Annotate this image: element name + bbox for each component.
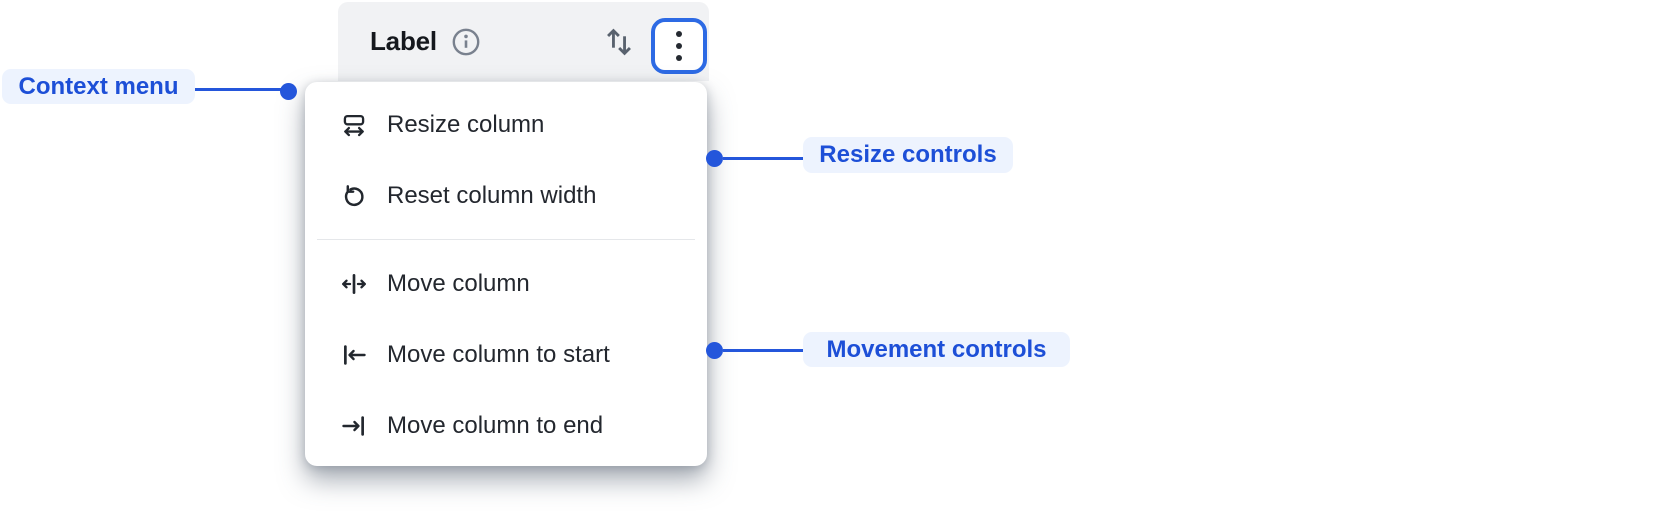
context-menu: Resize column Reset column width [305, 82, 707, 466]
annotation-label: Context menu [18, 72, 179, 100]
menu-item-label: Move column to start [387, 340, 610, 368]
annotation-connector-line [723, 349, 803, 352]
annotation-resize-controls: Resize controls [803, 137, 1013, 173]
menu-item-label: Resize column [387, 110, 545, 138]
resize-column-icon [340, 111, 368, 139]
annotation-connector-line [195, 88, 281, 91]
annotation-connector-dot [280, 83, 297, 100]
move-column-icon [340, 270, 368, 298]
annotation-connector-dot [706, 342, 723, 359]
annotation-context-menu: Context menu [2, 69, 195, 104]
annotation-connector-dot [706, 150, 723, 167]
annotation-connector-line [723, 157, 803, 160]
menu-item-move-column-to-start[interactable]: Move column to start [305, 319, 707, 390]
menu-item-label: Move column to end [387, 411, 604, 439]
more-options-button[interactable] [651, 17, 707, 74]
annotation-label: Movement controls [826, 335, 1047, 363]
menu-item-label: Reset column width [387, 181, 597, 209]
annotation-label: Resize controls [819, 141, 997, 168]
menu-item-reset-column-width[interactable]: Reset column width [305, 160, 707, 231]
menu-item-move-column-to-end[interactable]: Move column to end [305, 390, 707, 461]
sort-icon[interactable] [601, 24, 637, 60]
menu-item-resize-column[interactable]: Resize column [305, 89, 707, 160]
move-column-to-end-icon [340, 412, 368, 440]
menu-item-move-column[interactable]: Move column [305, 248, 707, 319]
move-column-to-start-icon [340, 341, 368, 369]
info-icon[interactable] [451, 27, 481, 57]
column-title: Label [370, 26, 437, 56]
annotation-movement-controls: Movement controls [803, 332, 1070, 367]
reset-column-width-icon [340, 182, 368, 210]
column-header: Label [338, 2, 709, 81]
menu-divider [317, 239, 695, 240]
vertical-ellipsis-icon [676, 30, 682, 37]
menu-item-label: Move column [387, 269, 530, 297]
